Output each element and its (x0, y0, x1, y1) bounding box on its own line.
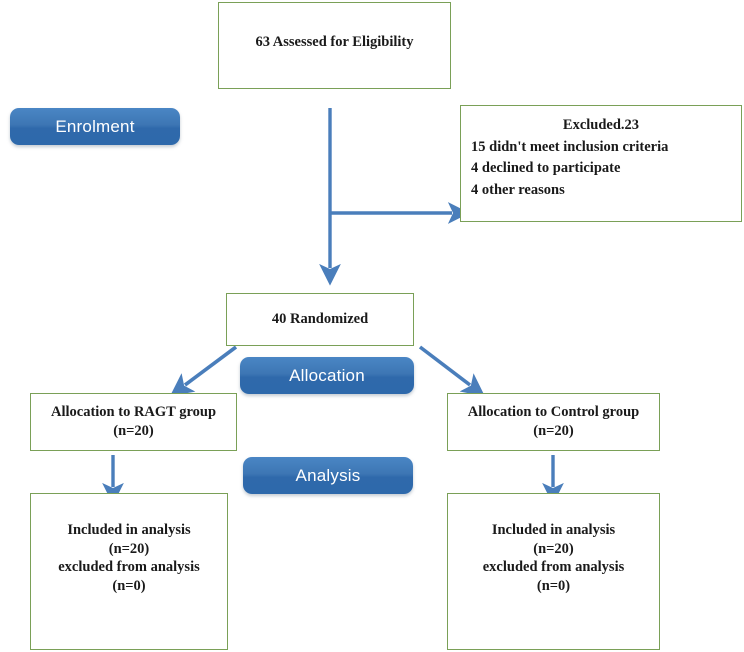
box-analysis-control-group: Included in analysis (n=20) excluded fro… (447, 493, 660, 650)
box-analysis-ragt-line-4: (n=0) (112, 577, 146, 594)
box-excluded-reason-3: 4 other reasons (471, 181, 565, 198)
box-allocation-control-group: Allocation to Control group (n=20) (447, 393, 660, 451)
stage-badge-allocation: Allocation (240, 357, 414, 394)
box-analysis-ragt-line-3: excluded from analysis (58, 559, 200, 576)
box-allocation-ragt-line-2: (n=20) (113, 422, 154, 439)
box-analysis-control-line-4: (n=0) (536, 577, 571, 594)
box-analysis-control-line-3: excluded from analysis (482, 559, 625, 576)
box-randomized-line-1: 40 Randomized (271, 311, 369, 327)
box-allocation-ragt-line-1: Allocation to RAGT group (50, 404, 217, 420)
box-analysis-ragt-group: Included in analysis (n=20) excluded fro… (30, 493, 228, 650)
box-allocation-control-line-1: Allocation to Control group (467, 404, 640, 420)
box-analysis-ragt-line-1: Included in analysis (67, 522, 191, 538)
arrow-randomized-to-allocation-left (169, 345, 238, 397)
box-analysis-control-line-1: Included in analysis (491, 522, 616, 538)
box-excluded-reason-2: 4 declined to participate (471, 160, 621, 177)
box-excluded: Excluded.23 15 didn't meet inclusion cri… (460, 105, 742, 222)
arrow-randomized-to-allocation-right (418, 345, 485, 397)
box-randomized: 40 Randomized (226, 293, 414, 346)
box-excluded-heading: Excluded.23 (562, 117, 640, 133)
box-analysis-ragt-line-2: (n=20) (108, 540, 150, 557)
box-analysis-control-line-2: (n=20) (533, 540, 574, 557)
box-allocation-ragt-group: Allocation to RAGT group (n=20) (30, 393, 237, 451)
box-assessed-line-1: 63 Assessed for Eligibility (255, 34, 414, 50)
box-excluded-reason-1: 15 didn't meet inclusion criteria (471, 138, 669, 155)
stage-badge-enrolment: Enrolment (10, 108, 180, 145)
box-allocation-control-line-2: (n=20) (533, 422, 574, 439)
box-assessed-for-eligibility: 63 Assessed for Eligibility (218, 2, 451, 89)
stage-badge-analysis: Analysis (243, 457, 413, 494)
